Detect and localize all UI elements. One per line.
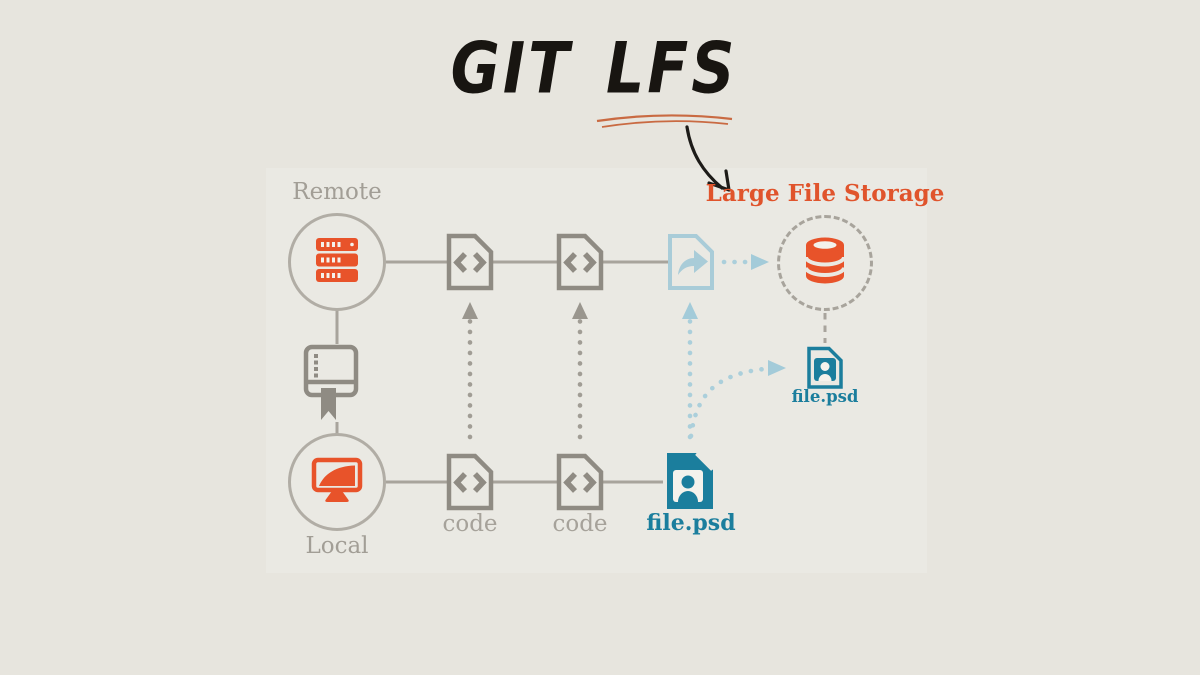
push-arrow-psd [682, 302, 698, 440]
lfs-store-node [777, 215, 873, 311]
page-title: GIT LFS [450, 27, 738, 111]
code-file-icon [555, 233, 605, 291]
pointer-file-icon [666, 233, 716, 291]
code-label-1: code [442, 511, 498, 537]
local-label: Local [305, 533, 369, 559]
code-file-icon [555, 453, 605, 511]
local-node [288, 433, 386, 531]
repo-book-icon [303, 344, 359, 422]
file-psd-small-label: file.psd [791, 387, 859, 406]
code-file-icon [445, 233, 495, 291]
solid-connectors [335, 260, 668, 484]
file-psd-label: file.psd [646, 510, 736, 536]
database-icon [803, 236, 847, 290]
pointer-to-store-arrow [721, 254, 769, 270]
psd-file-small-icon [806, 346, 844, 390]
large-file-storage-label: Large File Storage [705, 180, 945, 207]
title-underline [596, 114, 733, 128]
push-arrow-code-2 [572, 302, 588, 440]
code-file-icon [445, 453, 495, 511]
push-arrow-code-1 [462, 302, 478, 440]
monitor-icon [311, 457, 363, 507]
code-label-2: code [552, 511, 608, 537]
annotation-arrow [685, 125, 731, 192]
remote-node [288, 213, 386, 311]
psd-to-store-arrow [688, 360, 786, 439]
server-icon [316, 238, 358, 286]
remote-label: Remote [292, 179, 382, 205]
psd-file-icon [663, 450, 717, 512]
